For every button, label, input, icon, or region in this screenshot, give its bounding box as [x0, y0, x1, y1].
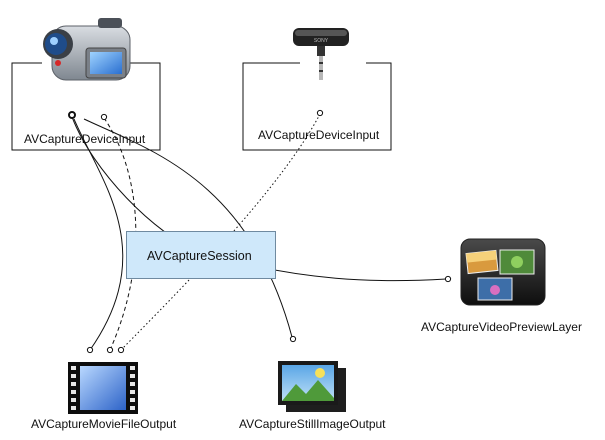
movie-input-port-3 — [117, 346, 125, 354]
camera-input-label: AVCaptureDeviceInput — [24, 132, 146, 146]
mic-input-label: AVCaptureDeviceInput — [258, 128, 380, 142]
preview-input-port — [444, 275, 452, 283]
svg-text:SONY: SONY — [314, 38, 329, 44]
connector-camera-dashed-to-movie-output — [103, 117, 137, 351]
camera-audio-port — [100, 113, 108, 121]
camera-input-box — [11, 62, 161, 151]
movie-input-port-1 — [86, 346, 94, 354]
connection-ports — [68, 109, 452, 354]
mic-input-box — [242, 62, 392, 151]
landscape-photos-icon — [278, 361, 346, 412]
still-input-port — [289, 335, 297, 343]
still-output-label: AVCaptureStillImageOutput — [239, 417, 386, 431]
mic-audio-port — [316, 109, 324, 117]
film-strip-icon — [68, 362, 138, 414]
photo-gallery-icon — [460, 238, 546, 306]
movie-input-port-2 — [106, 346, 114, 354]
preview-layer-label: AVCaptureVideoPreviewLayer — [421, 320, 582, 334]
microphone-icon: SONY — [293, 28, 349, 80]
connector-camera-to-still-output — [83, 118, 293, 338]
video-camera-icon — [43, 18, 131, 81]
connector-camera-to-movie-output — [73, 118, 124, 351]
camera-video-port — [68, 111, 76, 119]
capture-session-label: AVCaptureSession — [147, 249, 252, 263]
movie-output-label: AVCaptureMovieFileOutput — [31, 417, 177, 431]
capture-session-box: AVCaptureSession — [126, 231, 276, 279]
